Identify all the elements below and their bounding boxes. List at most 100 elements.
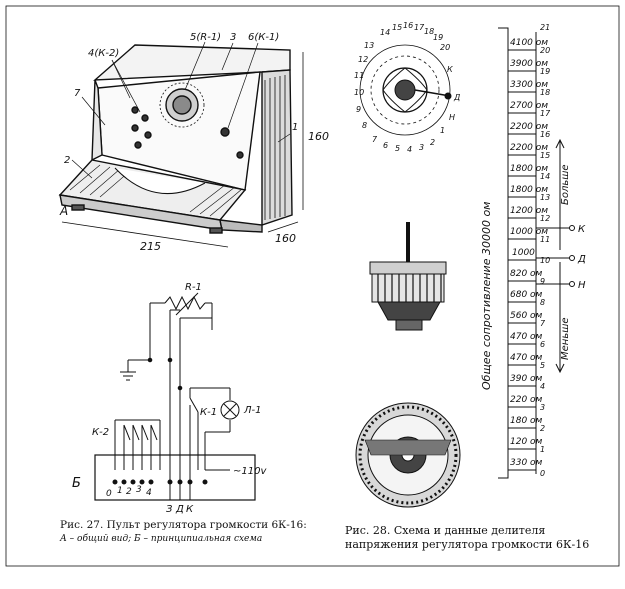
schematic bbox=[94, 292, 256, 501]
terminal-d: Д bbox=[175, 504, 184, 515]
resistor-value: 2200 ом bbox=[510, 122, 548, 132]
resistor-value: 2200 ом bbox=[510, 143, 548, 153]
bank-position-0: 0 bbox=[106, 489, 112, 499]
tap-number: 3 bbox=[540, 403, 545, 412]
tap-number: 20 bbox=[540, 46, 550, 55]
tap-number: 14 bbox=[540, 172, 550, 181]
tap-number: 2 bbox=[540, 424, 545, 433]
resistor-value: 2700 ом bbox=[510, 101, 548, 111]
dial-number: 1 bbox=[440, 126, 445, 135]
dial-number: К bbox=[447, 65, 453, 74]
resistor-value: 1000 ом bbox=[510, 227, 548, 237]
dial-number: 16 bbox=[403, 21, 413, 30]
callout-2: 2 bbox=[64, 155, 70, 166]
dial-number: 3 bbox=[419, 143, 424, 152]
dial-number: 17 bbox=[414, 23, 425, 32]
resistor-value: 3300 ом bbox=[510, 80, 548, 90]
dial-number: 5 bbox=[395, 144, 400, 153]
figure-28-caption: Рис. 28. Схема и данные делителя напряже… bbox=[345, 524, 590, 551]
resistor-value: 1800 ом bbox=[510, 164, 548, 174]
tap-number: 4 bbox=[540, 382, 545, 391]
tap-number: 1 bbox=[540, 445, 545, 454]
resistor-value: 390 ом bbox=[510, 374, 543, 384]
tap-number: 6 bbox=[540, 340, 545, 349]
tap-number: 9 bbox=[540, 277, 545, 286]
dimension-height: 160 bbox=[308, 130, 329, 143]
figure-27-caption-subtitle: А – общий вид; Б – принципиальная схема bbox=[60, 534, 263, 544]
resistor-value: 1800 ом bbox=[510, 185, 548, 195]
dial-number: 6 bbox=[383, 141, 388, 150]
switch-side-view bbox=[369, 222, 447, 331]
terminal-k-label: К bbox=[578, 224, 586, 235]
dial-number: 9 bbox=[356, 105, 361, 114]
dial-number: 14 bbox=[380, 28, 390, 37]
callout-7: 7 bbox=[74, 88, 81, 99]
resistor-value: 820 ом bbox=[510, 269, 543, 279]
dimension-depth: 160 bbox=[275, 232, 296, 245]
less-label: Меньше bbox=[560, 317, 571, 360]
resistor-value: 220 ом bbox=[510, 395, 543, 405]
dial-bottom bbox=[355, 402, 461, 508]
tap-number: 17 bbox=[540, 109, 551, 118]
dial-number: 2 bbox=[430, 138, 435, 147]
callout-r1: 5(R-1) bbox=[190, 32, 221, 43]
resistor-value: 680 ом bbox=[510, 290, 543, 300]
resistor-value: 560 ом bbox=[510, 311, 543, 321]
terminal-z: З bbox=[166, 504, 173, 515]
label-b: Б bbox=[72, 476, 81, 491]
tap-number: 0 bbox=[540, 469, 545, 478]
bank-position-2: 2 bbox=[126, 487, 132, 497]
resistor-value: 120 ом bbox=[510, 437, 543, 447]
figure-27-caption: Рис. 27. Пульт регулятора громкости 6К-1… bbox=[60, 518, 310, 546]
dial-number: 18 bbox=[424, 27, 434, 36]
tap-number: 15 bbox=[540, 151, 550, 160]
resistor-ladder bbox=[498, 27, 575, 479]
callout-k2: 4(К-2) bbox=[88, 48, 119, 59]
page-frame bbox=[5, 5, 620, 567]
resistor-value: 4100 ом bbox=[510, 38, 548, 48]
dial-number: Н bbox=[449, 113, 455, 122]
dial-number: 12 bbox=[358, 55, 368, 64]
resistor-value: 330 ом bbox=[510, 458, 543, 468]
dial-number: 19 bbox=[433, 33, 443, 42]
dial-number: 4 bbox=[407, 145, 412, 154]
dial-top-numbers: 14 15 16 17 18 19 20 13 12 11 10 9 8 К Д… bbox=[354, 21, 460, 154]
dimension-width: 215 bbox=[140, 240, 161, 253]
terminal-k: К bbox=[186, 504, 194, 515]
tap-number: 13 bbox=[540, 193, 550, 202]
resistor-value: 1000 bbox=[512, 248, 535, 258]
dial-top bbox=[359, 44, 452, 136]
dial-number: 15 bbox=[392, 23, 402, 32]
dial-number: 7 bbox=[372, 135, 378, 144]
resistor-value: 3900 ом bbox=[510, 59, 548, 69]
tap-number: 12 bbox=[540, 214, 550, 223]
resistor-value: 470 ом bbox=[510, 332, 543, 342]
switch-label: К-1 bbox=[200, 407, 217, 418]
figure-27-caption-title: Рис. 27. Пульт регулятора громкости 6К-1… bbox=[60, 519, 307, 531]
resistor-label: R-1 bbox=[185, 282, 202, 293]
dial-number: 11 bbox=[354, 71, 364, 80]
label-a: А bbox=[59, 204, 68, 218]
tap-numbers: 21 20 19 18 17 16 15 14 13 12 11 10 9 8 … bbox=[540, 23, 551, 478]
callout-1: 1 bbox=[292, 122, 298, 133]
tap-number: 10 bbox=[540, 256, 550, 265]
total-resistance-label: Общее сопротивление 30000 ом bbox=[480, 202, 493, 390]
tap-number: 19 bbox=[540, 67, 550, 76]
tap-number: 21 bbox=[540, 23, 550, 32]
dial-number: 10 bbox=[354, 88, 364, 97]
switch-bank-label: К-2 bbox=[92, 427, 109, 438]
more-label: Больше bbox=[560, 164, 571, 205]
voltage-label: ~110v bbox=[233, 466, 267, 477]
bank-position-1: 1 bbox=[117, 486, 123, 496]
tap-number: 8 bbox=[540, 298, 545, 307]
tap-number: 16 bbox=[540, 130, 550, 139]
resistor-value: 180 ом bbox=[510, 416, 543, 426]
tap-number: 11 bbox=[540, 235, 550, 244]
lamp-label: Л-1 bbox=[243, 405, 262, 416]
resistor-value: 470 ом bbox=[510, 353, 543, 363]
tap-number: 18 bbox=[540, 88, 550, 97]
resistor-value: 1200 ом bbox=[510, 206, 548, 216]
terminal-n-label: Н bbox=[578, 280, 586, 291]
